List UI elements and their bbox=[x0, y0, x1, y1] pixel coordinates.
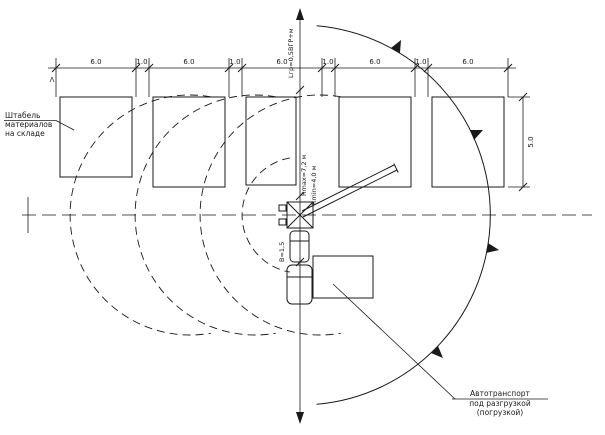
dim-label: 6.0 bbox=[90, 58, 101, 66]
crane-symbol bbox=[278, 163, 399, 229]
break-mark: Λ bbox=[50, 76, 55, 84]
lgr-label: Lгр=0,5ВГР+м bbox=[287, 28, 295, 78]
dim-label: 6.0 bbox=[369, 58, 380, 66]
crane-boom bbox=[301, 163, 399, 218]
dim-label: 1.0 bbox=[136, 58, 147, 66]
axis-arrow-top bbox=[296, 8, 304, 20]
right-dimension bbox=[508, 92, 530, 192]
truck-plan-large bbox=[286, 264, 313, 305]
working-zone-arc bbox=[316, 25, 491, 405]
dimension-ticks bbox=[51, 63, 513, 73]
trucks bbox=[286, 230, 374, 305]
flag-marker bbox=[470, 130, 483, 140]
dashed-swing-arcs bbox=[69, 94, 341, 336]
swing-arc bbox=[134, 94, 276, 336]
transport-callout: Автотранспорт под разгрузкой (погрузкой) bbox=[332, 283, 548, 417]
dim-label: 6.0 bbox=[276, 58, 287, 66]
stack-callout-line: Штабель bbox=[5, 111, 40, 120]
truck-body-rect bbox=[312, 255, 374, 299]
transport-callout-line: под разгрузкой bbox=[469, 399, 531, 408]
callout-leader bbox=[55, 120, 75, 131]
crane-outrigger bbox=[278, 218, 287, 226]
stack-callout: Штабель материалов на складе bbox=[4, 111, 75, 138]
crane-base bbox=[286, 201, 314, 229]
min-radius-arc bbox=[241, 157, 290, 273]
dim-label: 1.0 bbox=[322, 58, 333, 66]
right-dim-label: 5.0 bbox=[527, 136, 535, 147]
stack-rect bbox=[152, 96, 226, 188]
transport-callout-line: Автотранспорт bbox=[470, 389, 531, 398]
callout-leader bbox=[332, 283, 456, 400]
flag-marker bbox=[391, 40, 401, 53]
swing-arc bbox=[69, 94, 211, 336]
stack-rect bbox=[245, 96, 297, 186]
material-stacks bbox=[59, 96, 505, 188]
top-dimension-labels: 6.0 1.0 6.0 1.0 6.0 1.0 6.0 1.0 6.0 bbox=[90, 58, 473, 66]
dim-label: 6.0 bbox=[183, 58, 194, 66]
axis-arrow-bottom bbox=[296, 412, 304, 424]
swing-arc bbox=[199, 94, 341, 336]
stack-callout-line: материалов bbox=[5, 120, 52, 129]
track-width-label: В=1,5 bbox=[278, 242, 286, 262]
vertical-axis bbox=[295, 8, 305, 424]
transport-callout-line: (погрузкой) bbox=[477, 408, 524, 417]
rmax-label: Rmax=7,2 м bbox=[300, 154, 308, 196]
truck-plan-small bbox=[289, 230, 310, 263]
flag-marker bbox=[431, 346, 443, 358]
flag-marker bbox=[486, 243, 499, 253]
top-dimension-chain bbox=[48, 58, 516, 97]
rmin-label: Rmin=4,0 м bbox=[310, 165, 318, 205]
dim-label: 1.0 bbox=[415, 58, 426, 66]
stack-rect bbox=[431, 96, 505, 188]
stack-rect bbox=[59, 96, 133, 178]
stack-rect bbox=[338, 96, 412, 188]
zone-boundary-flags bbox=[391, 40, 499, 358]
crane-outrigger bbox=[278, 204, 287, 212]
dim-label: 1.0 bbox=[229, 58, 240, 66]
stack-callout-line: на складе bbox=[5, 129, 45, 138]
dim-label: 6.0 bbox=[462, 58, 473, 66]
